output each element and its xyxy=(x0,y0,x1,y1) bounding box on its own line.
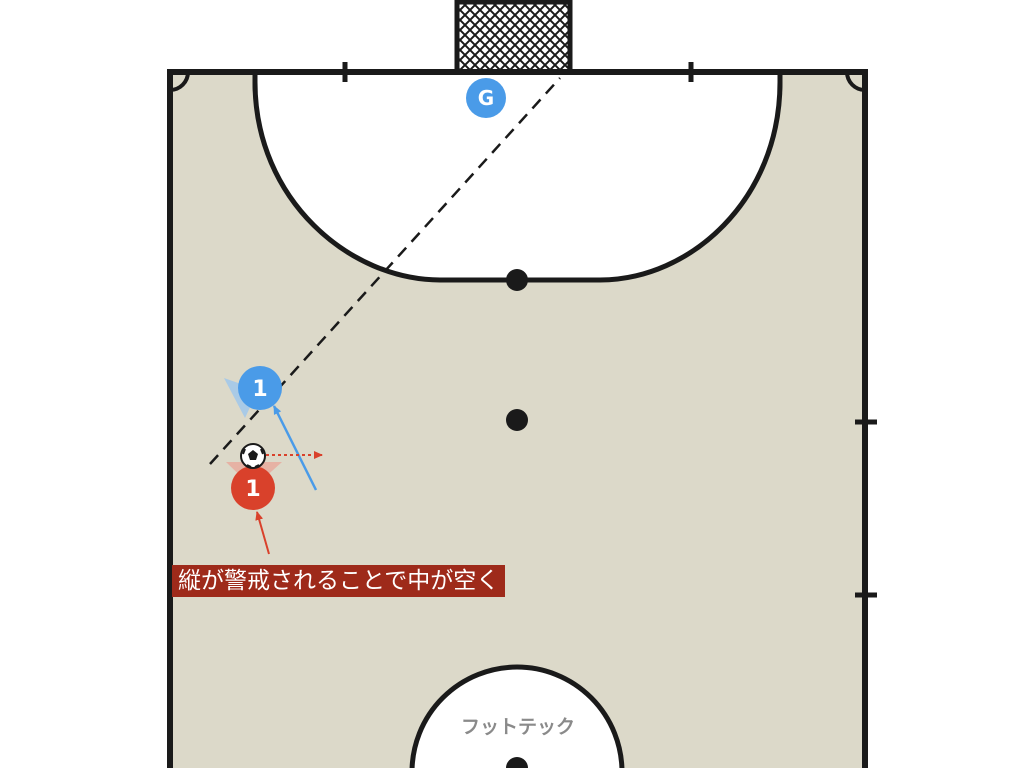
blue-movement-arrow xyxy=(272,405,318,491)
red-arrow xyxy=(255,511,270,555)
center-spot xyxy=(506,757,528,768)
goal-net-icon xyxy=(454,0,573,75)
corner-arc-left xyxy=(169,71,190,92)
soccer-ball-icon xyxy=(240,443,266,469)
goalkeeper-label: G xyxy=(478,86,494,110)
goalkeeper-marker: G xyxy=(466,78,506,118)
red-player-label: 1 xyxy=(245,477,260,502)
penalty-spot xyxy=(506,269,528,291)
red-player-marker: 1 xyxy=(231,466,275,510)
second-penalty-spot xyxy=(506,409,528,431)
blue-player-marker: 1 xyxy=(238,366,282,410)
caption-label: 縦が警戒されることで中が空く xyxy=(172,565,506,597)
blue-player-label: 1 xyxy=(252,377,267,402)
watermark-text: フットテック xyxy=(460,716,575,738)
corner-arc-right xyxy=(845,71,866,92)
center-circle xyxy=(409,664,625,768)
